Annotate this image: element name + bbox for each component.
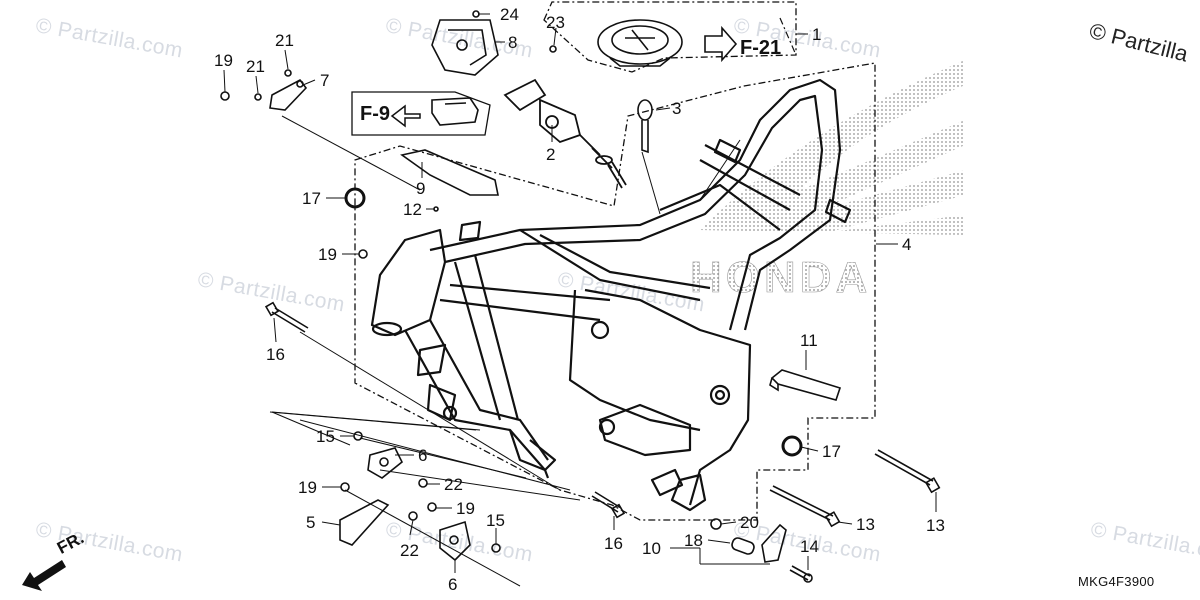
diagram-code: MKG4F3900 bbox=[1078, 574, 1155, 589]
callout-5: 5 bbox=[306, 513, 316, 532]
callout-16: 16 bbox=[604, 534, 623, 553]
grommet-17 bbox=[781, 435, 803, 457]
reference-label-seat: F-9 bbox=[360, 103, 390, 125]
seat-latch-part bbox=[431, 97, 479, 126]
callout-8: 8 bbox=[508, 33, 518, 52]
bracket-6 bbox=[367, 447, 471, 562]
bracket-5 bbox=[339, 499, 390, 546]
callout-14: 14 bbox=[800, 537, 819, 556]
ignition-switch bbox=[503, 78, 627, 189]
bracket-7 bbox=[269, 78, 308, 111]
callout-19: 19 bbox=[298, 478, 317, 497]
arrow-left-icon bbox=[390, 104, 421, 128]
callout-11: 11 bbox=[800, 331, 818, 350]
honda-wing-logo: HONDA bbox=[690, 60, 965, 302]
callout-1: 1 bbox=[812, 25, 822, 44]
callout-13: 13 bbox=[856, 515, 875, 534]
callout-23: 23 bbox=[546, 13, 565, 32]
callout-2: 2 bbox=[546, 145, 556, 164]
part-10-assembly bbox=[731, 523, 787, 563]
seat-reference-box bbox=[351, 91, 491, 136]
callout-7: 7 bbox=[320, 71, 330, 90]
leader-1 bbox=[779, 17, 797, 56]
sleeve-11 bbox=[769, 369, 842, 401]
callout-19: 19 bbox=[456, 499, 475, 518]
callout-19: 19 bbox=[318, 245, 337, 264]
callout-18: 18 bbox=[684, 531, 703, 550]
callout-3: 3 bbox=[672, 99, 682, 118]
callout-21: 21 bbox=[275, 31, 294, 50]
callout-12: 12 bbox=[403, 200, 422, 219]
leader-lines bbox=[223, 13, 937, 587]
frame-group-outline bbox=[354, 1, 876, 521]
front-arrow-icon bbox=[22, 560, 66, 591]
callout-21: 21 bbox=[246, 57, 265, 76]
callout-17: 17 bbox=[302, 189, 321, 208]
bracket-8 bbox=[431, 19, 499, 76]
callout-4: 4 bbox=[902, 235, 912, 254]
callout-22: 22 bbox=[444, 475, 463, 494]
callout-24: 24 bbox=[500, 5, 519, 24]
callout-17: 17 bbox=[822, 442, 841, 461]
honda-logo-text: HONDA bbox=[690, 253, 871, 302]
callout-13: 13 bbox=[926, 516, 945, 535]
callout-9: 9 bbox=[416, 179, 426, 198]
callout-20: 20 bbox=[740, 513, 759, 532]
grommet-9 bbox=[400, 149, 499, 196]
callout-16: 16 bbox=[266, 345, 285, 364]
fuel-cap bbox=[597, 19, 683, 67]
callout-19: 19 bbox=[214, 51, 233, 70]
motorcycle-frame bbox=[370, 78, 852, 512]
arrow-right-icon bbox=[704, 25, 738, 63]
callout-15: 15 bbox=[486, 511, 505, 530]
callout-22: 22 bbox=[400, 541, 419, 560]
callout-15: 15 bbox=[316, 427, 335, 446]
callout-6: 6 bbox=[448, 575, 458, 594]
callout-10: 10 bbox=[642, 539, 661, 558]
reference-label-fuel: F-21 bbox=[740, 37, 782, 59]
callout-6: 6 bbox=[418, 446, 428, 465]
keys bbox=[637, 99, 653, 154]
